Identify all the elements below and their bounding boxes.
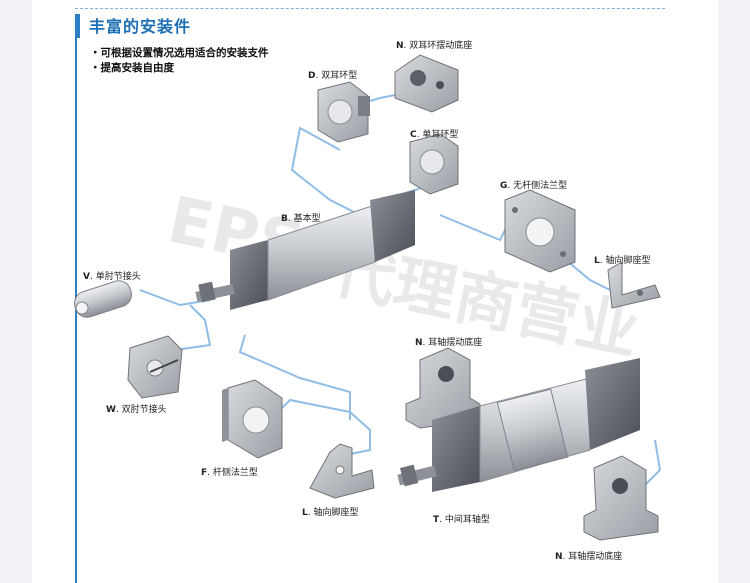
label-l-top-text: 轴向脚座型 <box>605 256 651 266</box>
connector-b-g <box>439 214 511 242</box>
label-n-bottom: N. 耳轴摆动底座 <box>555 552 623 562</box>
label-n-top-text: 双耳环摆动底座 <box>409 41 473 51</box>
label-d-code: D <box>308 71 316 81</box>
label-c: C. 单耳环型 <box>410 130 459 140</box>
label-t-code: T <box>433 515 440 525</box>
label-g-text: 无杆侧法兰型 <box>513 181 568 191</box>
trunnion-pivot-n-lower <box>583 455 659 541</box>
right-margin <box>718 0 750 583</box>
label-b-code: B <box>281 214 288 224</box>
label-l-top: L. 轴向脚座型 <box>594 256 651 266</box>
label-n-top-code: N <box>396 41 404 51</box>
label-w-text: 双肘节接头 <box>121 405 167 415</box>
label-l-bottom-code: L <box>302 508 308 518</box>
connector-b-down <box>238 334 351 420</box>
label-b-text: 基本型 <box>293 214 321 224</box>
foot-bracket-l-bottom <box>309 443 375 499</box>
heading-accent-bar <box>75 14 80 38</box>
label-b: B. 基本型 <box>281 214 321 224</box>
bullet-2-text: 提高安装自由度 <box>100 62 175 74</box>
label-c-text: 单耳环型 <box>422 130 459 140</box>
label-f: F. 杆侧法兰型 <box>201 468 258 478</box>
connector-t-n <box>639 439 662 491</box>
bullet-1-text: 可根据设置情况选用适合的安装支件 <box>100 47 269 59</box>
label-w-code: W <box>106 405 116 415</box>
head-flange-g <box>504 189 576 273</box>
trunnion-pivot-n-upper <box>405 347 481 429</box>
label-l-bottom-text: 轴向脚座型 <box>313 508 359 518</box>
label-v: V. 单肘节接头 <box>83 272 141 282</box>
section-title: 丰富的安装件 <box>89 17 192 36</box>
clevis-bracket-n-top <box>394 54 459 113</box>
label-v-code: V <box>83 272 90 282</box>
label-f-text: 杆侧法兰型 <box>212 468 258 478</box>
trunnion-cylinder-t <box>397 358 640 492</box>
label-g-code: G <box>500 181 508 191</box>
bullet-1: ・可根据设置情况选用适合的安装支件 <box>90 47 269 59</box>
label-c-code: C <box>410 130 417 140</box>
label-v-text: 单肘节接头 <box>95 272 141 282</box>
connector-d-b <box>290 126 361 216</box>
label-l-top-code: L <box>594 256 600 266</box>
label-n-bottom-code: N <box>555 552 563 562</box>
connector-v-b <box>139 289 211 307</box>
top-divider <box>75 8 665 9</box>
single-clevis-c <box>409 133 459 195</box>
bullet-2: ・提高安装自由度 <box>90 62 175 74</box>
rod-flange-f <box>222 379 283 459</box>
double-knuckle-w <box>127 335 183 399</box>
label-d: D. 双耳环型 <box>308 71 358 81</box>
label-n-top: N. 双耳环摆动底座 <box>396 41 473 51</box>
label-l-bottom: L. 轴向脚座型 <box>302 508 359 518</box>
label-t-text: 中间耳轴型 <box>444 515 490 525</box>
connector-w-b <box>174 304 212 351</box>
label-w: W. 双肘节接头 <box>106 405 167 415</box>
rod-clevis-v <box>74 280 132 318</box>
label-n-bottom-text: 耳轴摆动底座 <box>568 552 623 562</box>
label-d-text: 双耳环型 <box>321 71 358 81</box>
connector-f-l <box>279 398 371 456</box>
label-n-mid-text: 耳轴摆动底座 <box>428 338 483 348</box>
label-n-mid-code: N <box>415 338 423 348</box>
label-n-mid: N. 耳轴摆动底座 <box>415 338 483 348</box>
label-f-code: F <box>201 468 208 478</box>
double-clevis-d <box>317 81 370 143</box>
foot-bracket-l-top <box>607 261 661 309</box>
label-g: G. 无杆侧法兰型 <box>500 181 568 191</box>
basic-cylinder-b <box>195 190 415 310</box>
label-t: T. 中间耳轴型 <box>433 515 490 525</box>
left-margin <box>0 0 32 583</box>
